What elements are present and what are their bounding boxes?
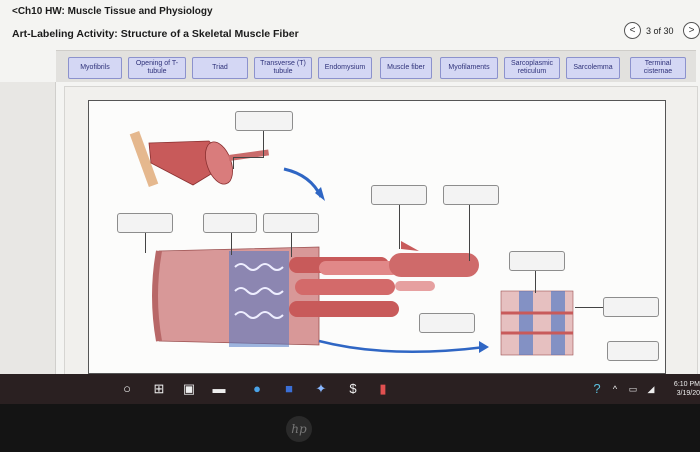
- money-app-icon[interactable]: $: [349, 381, 357, 396]
- leader-line: [231, 233, 232, 255]
- leader-line: [263, 131, 264, 157]
- office-icon[interactable]: ▮: [379, 381, 387, 396]
- windows-taskbar: ○ ⊞ ▣ ▬ ● ■ ✦ $ ▮ ? ^ ▭ ◢ 6:10 PM 3/19/2…: [0, 374, 700, 404]
- muscle-fiber-illustration: [129, 130, 574, 356]
- chevron-up-icon[interactable]: ^: [612, 384, 618, 394]
- laptop-bezel: [0, 404, 700, 452]
- dropbox-icon[interactable]: ✦: [315, 381, 327, 396]
- label-chip-terminal-cisternae[interactable]: Terminal cisternae: [630, 57, 686, 79]
- label-chip-triad[interactable]: Triad: [192, 57, 248, 79]
- leader-line: [291, 233, 292, 257]
- drop-target-1[interactable]: [235, 111, 293, 131]
- wifi-icon[interactable]: ◢: [647, 384, 655, 394]
- drop-target-2[interactable]: [117, 213, 173, 233]
- word-icon[interactable]: ■: [285, 381, 293, 396]
- label-chip-muscle-fiber[interactable]: Muscle fiber: [380, 57, 432, 79]
- activity-title: Art-Labeling Activity: Structure of a Sk…: [12, 28, 299, 40]
- label-chip-sarcoplasmic-reticulum[interactable]: Sarcoplasmic reticulum: [504, 57, 560, 79]
- taskbar-clock[interactable]: 6:10 PM 3/19/20: [668, 380, 700, 398]
- drop-target-3[interactable]: [203, 213, 257, 233]
- start-circle-icon[interactable]: ○: [123, 381, 131, 396]
- label-chip-myofilaments[interactable]: Myofilaments: [440, 57, 498, 79]
- drop-target-4[interactable]: [263, 213, 319, 233]
- task-view-icon[interactable]: ⊞: [153, 381, 165, 396]
- whole-muscle-drawing: [129, 130, 325, 201]
- pager-text: 3 of 30: [646, 26, 674, 36]
- edge-browser-icon[interactable]: ●: [253, 381, 261, 396]
- pager-next-button[interactable]: >: [683, 22, 700, 39]
- label-chip-transverse-tubule[interactable]: Transverse (T) tubule: [254, 57, 312, 79]
- taskbar-time: 6:10 PM: [673, 381, 700, 388]
- pager-prev-button[interactable]: <: [624, 22, 641, 39]
- leader-line: [575, 307, 603, 308]
- muscle-fiber-block: [152, 241, 489, 354]
- leader-line: [233, 157, 234, 169]
- battery-icon[interactable]: ▭: [628, 384, 638, 394]
- course-back-link[interactable]: <Ch10 HW: Muscle Tissue and Physiology: [12, 6, 213, 17]
- file-explorer-icon[interactable]: ▬: [212, 381, 226, 396]
- label-bank: Myofibrils Opening of T-tubule Triad Tra…: [56, 50, 696, 82]
- left-gutter: [0, 82, 56, 380]
- diagram-canvas: [88, 100, 666, 374]
- taskbar-date: 3/19/20: [676, 390, 700, 397]
- drop-target-6[interactable]: [443, 185, 499, 205]
- drop-target-8[interactable]: [419, 313, 475, 333]
- label-chip-endomysium[interactable]: Endomysium: [318, 57, 372, 79]
- leader-line: [145, 233, 146, 253]
- drop-target-5[interactable]: [371, 185, 427, 205]
- leader-line: [535, 271, 536, 293]
- drop-target-9[interactable]: [603, 297, 659, 317]
- sarcomere-inset: [500, 290, 574, 356]
- leader-line: [469, 205, 470, 261]
- browser-screen: <Ch10 HW: Muscle Tissue and Physiology A…: [0, 0, 700, 380]
- store-icon[interactable]: ▣: [182, 381, 196, 396]
- leader-line: [233, 157, 264, 158]
- drop-target-10[interactable]: [607, 341, 659, 361]
- drop-target-7[interactable]: [509, 251, 565, 271]
- label-chip-myofibrils[interactable]: Myofibrils: [68, 57, 122, 79]
- top-bar: <Ch10 HW: Muscle Tissue and Physiology: [0, 0, 700, 22]
- help-icon[interactable]: ?: [593, 381, 601, 396]
- leader-line: [399, 205, 400, 249]
- hp-logo: hp: [286, 416, 312, 442]
- label-chip-opening-of-t-tubule[interactable]: Opening of T-tubule: [128, 57, 186, 79]
- label-chip-sarcolemma[interactable]: Sarcolemma: [566, 57, 620, 79]
